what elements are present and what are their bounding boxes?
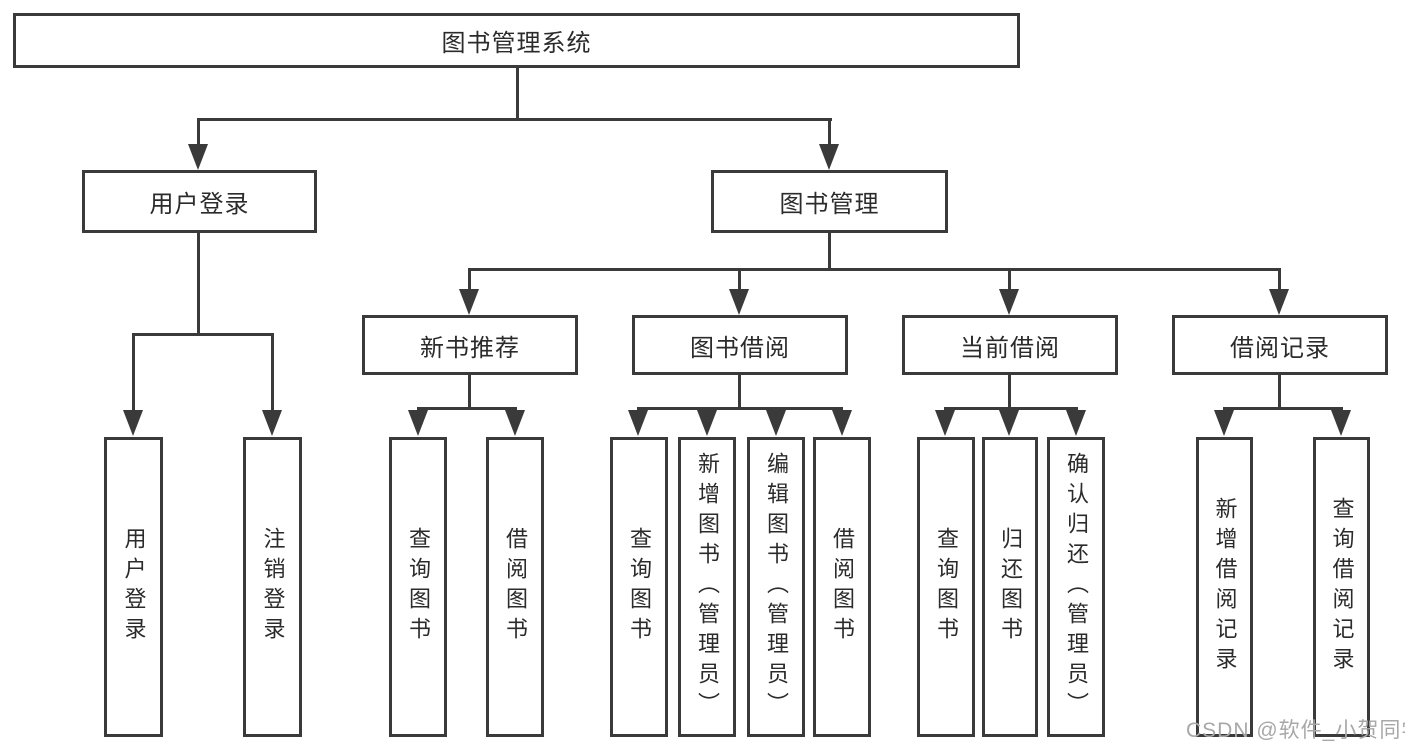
arrowhead-leaf-logout xyxy=(262,410,282,436)
arrowhead-nbr-query-books xyxy=(408,410,428,436)
arrowhead-current-borrowing xyxy=(999,289,1019,315)
arrowhead-cb-query-books xyxy=(935,410,955,436)
connector-user-login-rail xyxy=(132,333,274,336)
leaf-bb-borrow-books: 借阅图书 xyxy=(813,437,871,737)
arrowhead-br-query-record xyxy=(1331,410,1351,436)
arrowhead-bb-borrow-books xyxy=(832,410,852,436)
leaf-nbr-query-books: 查询图书 xyxy=(389,437,447,737)
connector-cb-drop xyxy=(1008,373,1011,410)
connector-nbr-shaft xyxy=(468,268,471,293)
arrowhead-book-mgmt xyxy=(819,144,839,170)
arrowhead-leaf-login xyxy=(123,410,143,436)
leaf-bb-query-books: 查询图书 xyxy=(610,437,668,737)
leaf-cb-return-books: 归还图书 xyxy=(982,437,1038,737)
leaf-bb-add-books: 新增图书（管理员） xyxy=(678,437,736,737)
node-current-borrowing: 当前借阅 xyxy=(902,315,1118,375)
arrowhead-book-borrowing xyxy=(729,289,749,315)
arrowhead-cb-return-books xyxy=(999,410,1019,436)
connector-level2-rail xyxy=(197,118,832,121)
arrowhead-nbr-borrow-books xyxy=(505,410,525,436)
node-borrowing-records: 借阅记录 xyxy=(1172,315,1388,375)
arrowhead-br-add-record xyxy=(1214,410,1234,436)
leaf-user-login: 用户登录 xyxy=(104,437,163,737)
connector-leaf-login-shaft xyxy=(132,333,135,413)
node-book-management: 图书管理 xyxy=(711,170,948,233)
connector-bb-shaft xyxy=(738,268,741,293)
node-user-login: 用户登录 xyxy=(82,170,317,233)
connector-bb-drop xyxy=(738,373,741,410)
node-root: 图书管理系统 xyxy=(13,13,1020,68)
leaf-nbr-borrow-books: 借阅图书 xyxy=(486,437,544,737)
connector-user-login-drop xyxy=(197,231,200,336)
connector-user-login-shaft xyxy=(197,118,200,148)
connector-bb-rail xyxy=(637,407,843,410)
arrowhead-borrowing-records xyxy=(1269,289,1289,315)
leaf-br-query-record: 查询借阅记录 xyxy=(1313,437,1370,737)
connector-br-shaft xyxy=(1278,268,1281,293)
connector-br-rail xyxy=(1223,407,1343,410)
connector-level3-rail xyxy=(468,268,1281,271)
connector-book-mgmt-shaft xyxy=(828,118,831,148)
connector-br-drop xyxy=(1278,373,1281,410)
connector-cb-rail xyxy=(944,407,1078,410)
arrowhead-new-book-recommend xyxy=(459,289,479,315)
arrowhead-cb-confirm-return xyxy=(1066,410,1086,436)
leaf-br-add-record: 新增借阅记录 xyxy=(1196,437,1253,737)
leaf-bb-edit-books: 编辑图书（管理员） xyxy=(747,437,805,737)
leaf-cb-query-books: 查询图书 xyxy=(917,437,975,737)
connector-nbr-rail xyxy=(417,407,517,410)
node-new-book-recommend: 新书推荐 xyxy=(362,315,578,375)
arrowhead-bb-query-books xyxy=(628,410,648,436)
leaf-logout-login: 注销登录 xyxy=(243,437,302,737)
node-book-borrowing: 图书借阅 xyxy=(632,315,848,375)
connector-nbr-drop xyxy=(468,373,471,410)
connector-root-drop xyxy=(516,66,519,121)
csdn-watermark: CSDN @软件_小贺同学 xyxy=(1186,719,1405,742)
arrowhead-bb-edit-books xyxy=(766,410,786,436)
connector-leaf-logout-shaft xyxy=(271,333,274,413)
arrowhead-bb-add-books xyxy=(697,410,717,436)
connector-cb-shaft xyxy=(1008,268,1011,293)
arrowhead-user-login xyxy=(188,144,208,170)
leaf-cb-confirm-return: 确认归还（管理员） xyxy=(1047,437,1105,737)
connector-book-mgmt-drop xyxy=(828,231,831,271)
